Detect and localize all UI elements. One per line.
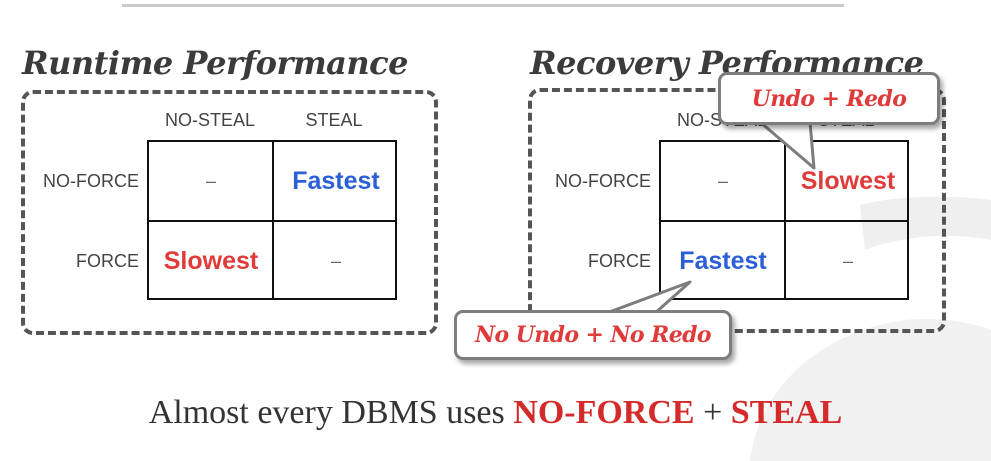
- runtime-panel-frame: [21, 90, 438, 335]
- runtime-row-header-force: FORCE: [76, 251, 139, 271]
- runtime-matrix: – Fastest Slowest –: [147, 140, 397, 300]
- no-undo-no-redo-label: No Undo + No Redo: [454, 310, 732, 360]
- runtime-panel-title: Runtime Performance: [22, 44, 409, 82]
- recovery-matrix: – Slowest Fastest –: [659, 140, 909, 300]
- conclusion-joiner: +: [694, 394, 731, 431]
- conclusion-prefix: Almost every DBMS uses: [148, 394, 514, 431]
- recovery-row-header-force: FORCE: [588, 251, 651, 271]
- runtime-col-header-no-steal: NO-STEAL: [164, 110, 256, 130]
- runtime-cell-force-nosteal: Slowest: [163, 246, 259, 275]
- conclusion-statement: Almost every DBMS uses NO-FORCE + STEAL: [0, 394, 991, 432]
- runtime-row-header-no-force: NO-FORCE: [43, 171, 139, 191]
- undo-redo-callout: Undo + Redo: [718, 72, 943, 182]
- policy-no-force: NO-FORCE: [513, 394, 695, 431]
- recovery-cell-noforce-nosteal: –: [717, 170, 728, 191]
- runtime-cell-noforce-nosteal: –: [205, 170, 216, 191]
- recovery-row-header-no-force: NO-FORCE: [555, 171, 651, 191]
- recovery-cell-noforce-steal: Slowest: [800, 166, 896, 195]
- recovery-cell-force-steal: –: [842, 250, 853, 271]
- runtime-cell-noforce-steal: Fastest: [292, 166, 380, 195]
- policy-steal: STEAL: [730, 394, 843, 431]
- top-divider: [122, 4, 844, 7]
- runtime-col-header-steal: STEAL: [305, 110, 363, 130]
- no-undo-no-redo-callout: No Undo + No Redo: [454, 280, 734, 360]
- undo-redo-label: Undo + Redo: [718, 72, 940, 125]
- runtime-cell-force-steal: –: [330, 250, 341, 271]
- recovery-cell-force-nosteal: Fastest: [679, 246, 767, 275]
